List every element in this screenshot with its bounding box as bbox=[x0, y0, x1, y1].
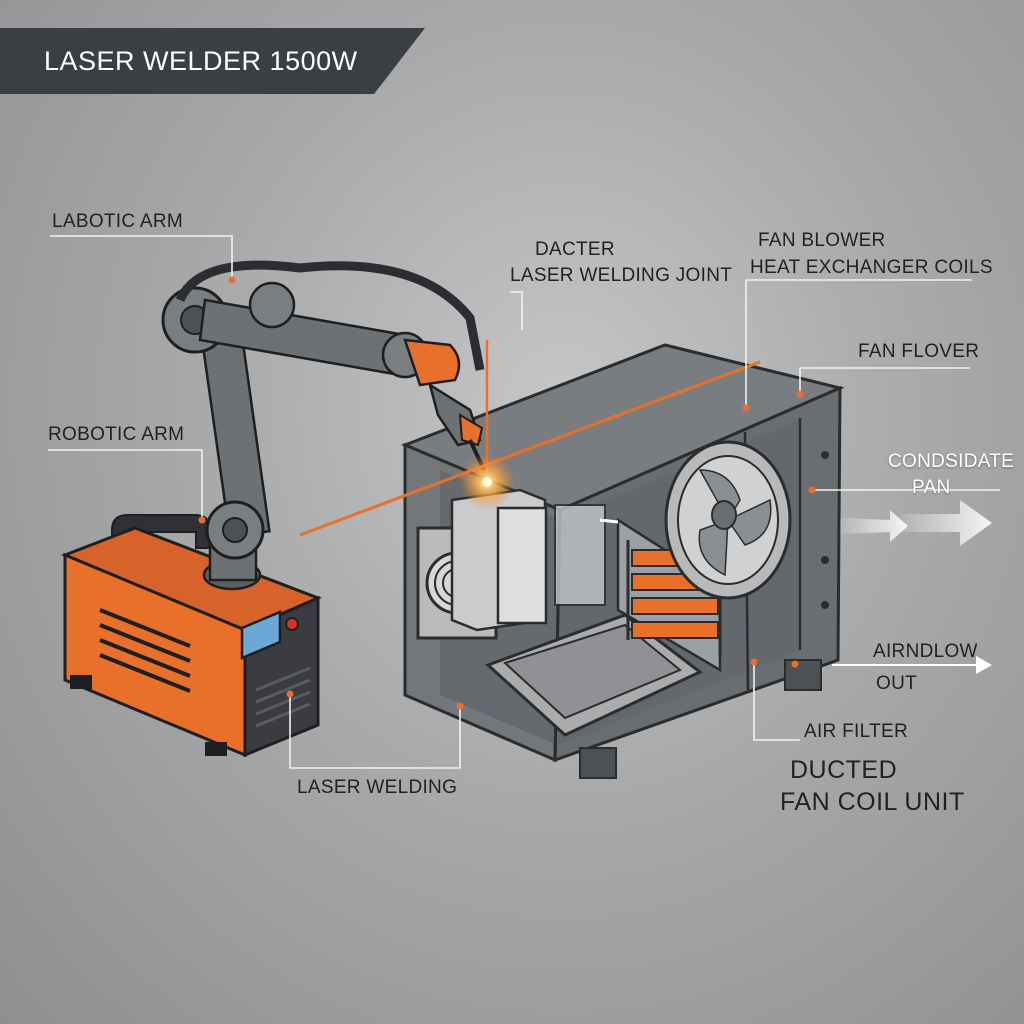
leader-dots bbox=[198, 276, 816, 710]
label-heat-exchanger-coils: HEAT EXCHANGER COILS bbox=[750, 257, 993, 278]
label-out: OUT bbox=[876, 673, 918, 694]
laser-welder-unit bbox=[60, 514, 322, 758]
label-fan-blower: FAN BLOWER bbox=[758, 230, 886, 251]
label-fan-coil-unit: FAN COIL UNIT bbox=[780, 788, 965, 816]
label-laser-welding: LASER WELDING bbox=[297, 777, 458, 798]
condensate-arrows bbox=[840, 500, 992, 546]
label-air-filter: AIR FILTER bbox=[804, 721, 908, 742]
internal-module bbox=[450, 488, 606, 632]
label-dacter: DACTER bbox=[535, 239, 615, 260]
airflow-out-arrow bbox=[832, 656, 992, 674]
page-title: LASER WELDER 1500W bbox=[44, 46, 358, 76]
laser-beam bbox=[299, 340, 761, 537]
label-condsidate: CONDSIDATE bbox=[888, 451, 1015, 472]
condensate-pan bbox=[485, 613, 703, 737]
label-robotic-arm: ROBOTIC ARM bbox=[48, 424, 185, 445]
label-fan-flover: FAN FLOVER bbox=[858, 341, 980, 362]
label-ducted: DUCTED bbox=[790, 756, 898, 784]
robotic-arm bbox=[161, 260, 486, 591]
label-pan: PAN bbox=[912, 477, 951, 498]
leader-lines bbox=[48, 235, 1000, 769]
label-laser-welding-joint: LASER WELDING JOINT bbox=[510, 265, 733, 286]
label-labotic-arm: LABOTIC ARM bbox=[52, 211, 184, 232]
title-banner bbox=[0, 28, 425, 94]
fan-blower-icon bbox=[664, 440, 792, 600]
label-airndlow: AIRNDLOW bbox=[873, 641, 978, 662]
